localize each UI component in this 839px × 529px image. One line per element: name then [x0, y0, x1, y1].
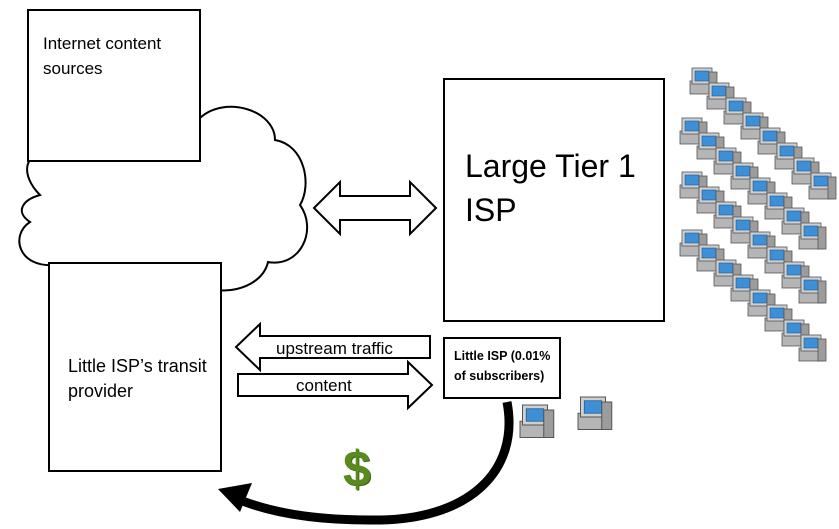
little-isp-computers: [519, 396, 613, 438]
computer-icon: [519, 404, 555, 438]
little-isp-box: Little ISP (0.01% of subscribers): [443, 337, 561, 399]
content-sources-box: Internet content sources: [27, 9, 201, 162]
computer-icon: [798, 334, 827, 362]
computer-icon: [808, 172, 837, 200]
upstream-traffic-label: upstream traffic: [276, 339, 393, 358]
content-sources-label: Internet content sources: [43, 34, 162, 78]
computer-icon: [577, 396, 613, 430]
computer-icon: [798, 276, 827, 304]
computer-icon: [798, 222, 827, 250]
transit-provider-box: Little ISP’s transit provider: [48, 262, 222, 472]
content-arrow: [237, 359, 434, 411]
upstream-arrow: [234, 321, 431, 373]
subscriber-computers: [679, 67, 837, 362]
bidirectional-arrow: [312, 179, 438, 237]
tier1-isp-label: Large Tier 1 ISP: [465, 148, 636, 228]
transit-provider-label: Little ISP’s transit provider: [68, 356, 207, 401]
tier1-isp-box: Large Tier 1 ISP: [443, 78, 665, 322]
little-isp-label: Little ISP (0.01% of subscribers): [454, 349, 551, 383]
content-label: content: [296, 376, 352, 395]
curved-arrow-icon: [238, 401, 514, 525]
payment-dollar-icon: $: [343, 441, 371, 497]
curved-arrow-head: [218, 483, 252, 512]
